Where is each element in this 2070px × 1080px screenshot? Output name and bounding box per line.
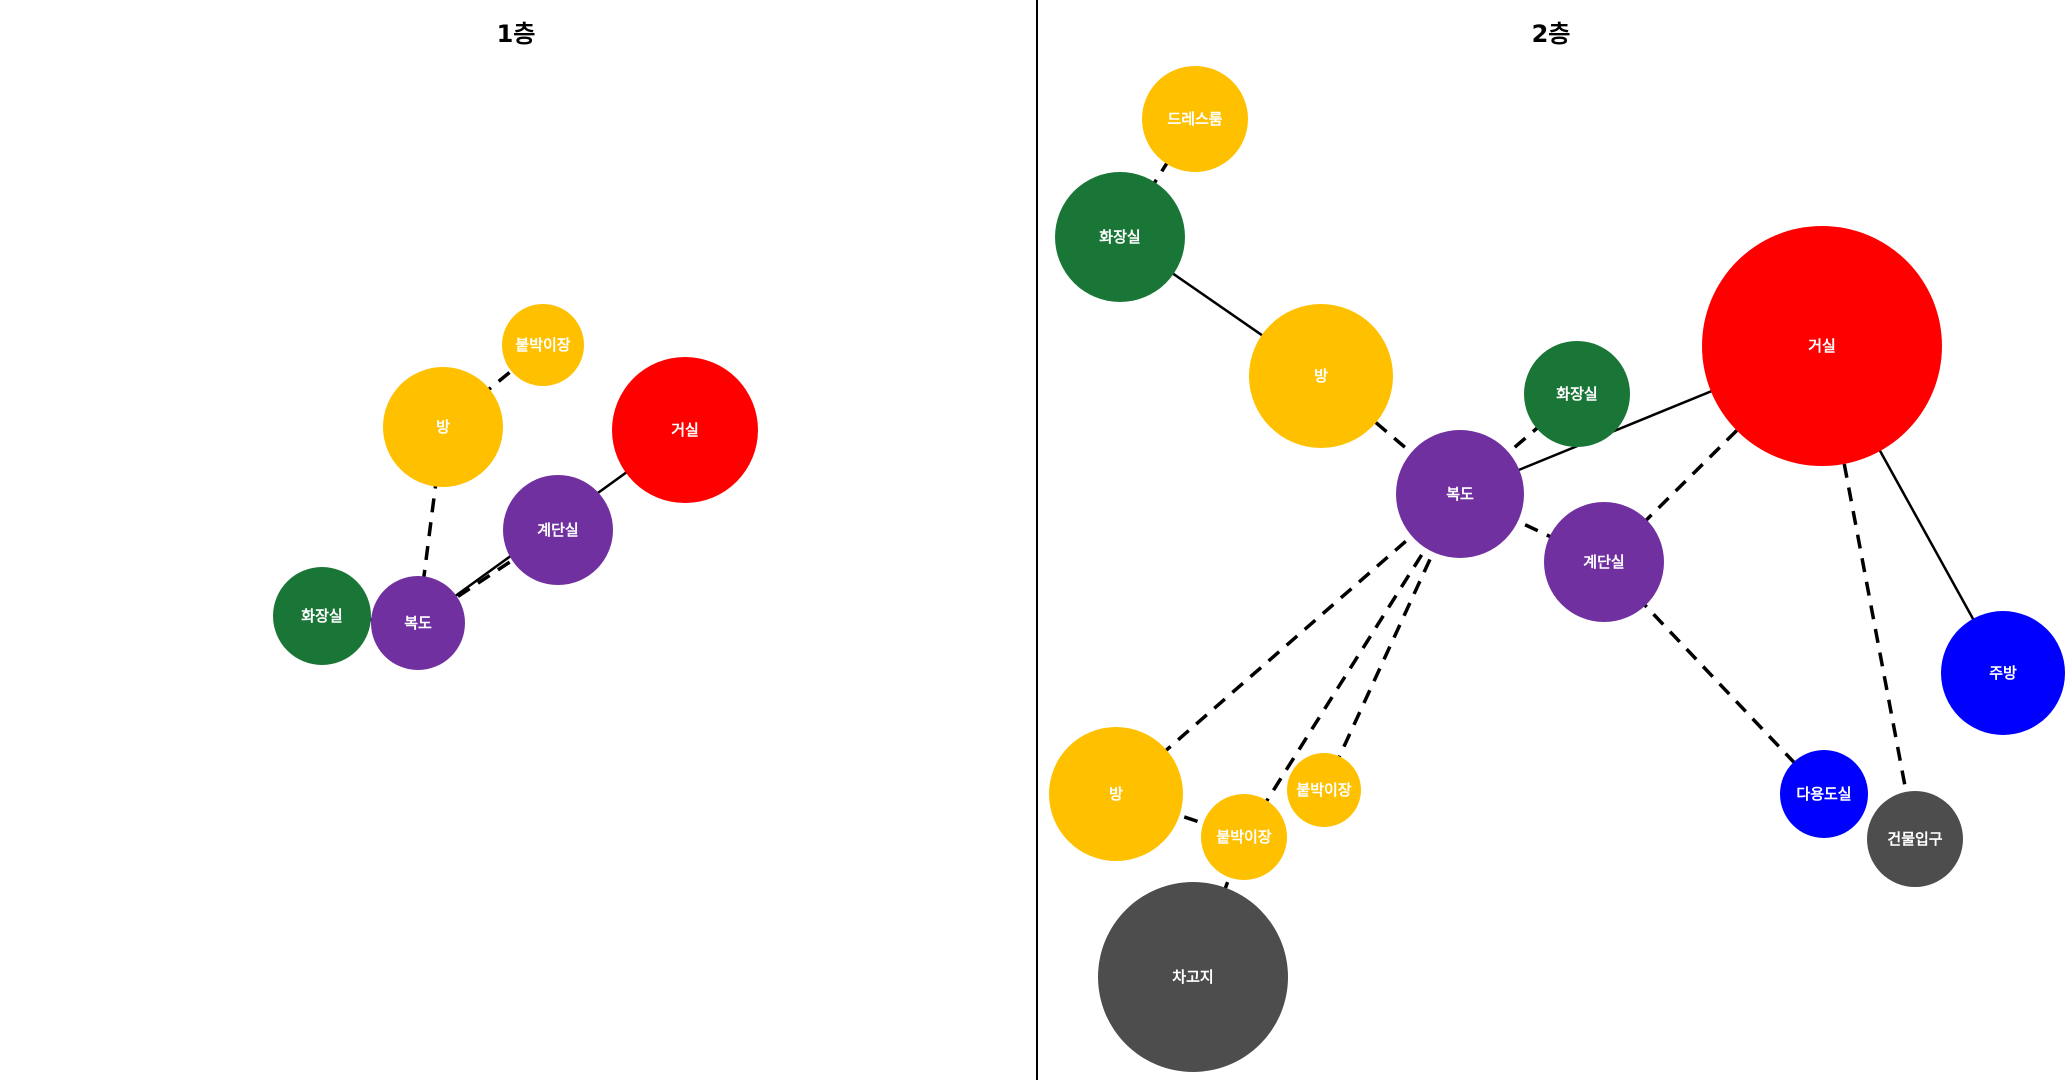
floor1-node-label-builtin: 붙박이장 [515, 336, 570, 354]
floor2-node-living: 거실 [1702, 226, 1942, 466]
floor2-node-label-hall: 복도 [1446, 485, 1474, 503]
floor2-node-label-room_b: 방 [1109, 785, 1123, 803]
floor1-node-label-stairs: 계단실 [537, 521, 578, 539]
floor1-node-label-room: 방 [436, 418, 450, 436]
floor1-node-room: 방 [383, 367, 503, 487]
floor1-node-stairs: 계단실 [503, 475, 613, 585]
floor2-node-multi: 다용도실 [1780, 750, 1868, 838]
floor2-node-hall: 복도 [1396, 430, 1524, 558]
floor2-node-circle-entrance [1867, 791, 1963, 887]
floor2-node-entrance: 건물입구 [1867, 791, 1963, 887]
floor2-title: 2층 [1532, 20, 1571, 48]
floor2-node-circle-multi [1780, 750, 1868, 838]
floor2-node-circle-kitchen [1941, 611, 2065, 735]
floor1-node-circle-hall [371, 576, 465, 670]
floor2-node-label-kitchen: 주방 [1989, 664, 2017, 682]
floor2-node-circle-stairs [1544, 502, 1664, 622]
floor2-node-builtin_a: 붙박이장 [1201, 794, 1287, 880]
floor1-title: 1층 [497, 20, 536, 48]
floor2-edge-hall-room_b [1114, 492, 1462, 796]
floor2-node-circle-room_b [1049, 727, 1183, 861]
floor2-node-stairs: 계단실 [1544, 502, 1664, 622]
floor2-node-label-dress: 드레스룸 [1167, 110, 1222, 128]
floor1-node-circle-bath [273, 567, 371, 665]
floor2-node-circle-living [1702, 226, 1942, 466]
floor2-node-label-room_a: 방 [1314, 367, 1328, 385]
floor1-node-label-living: 거실 [671, 421, 699, 439]
floor2-node-circle-bath_b [1524, 341, 1630, 447]
floor2-node-label-entrance: 건물입구 [1887, 830, 1942, 848]
floor2-node-circle-bath_a [1055, 172, 1185, 302]
floor2-node-label-multi: 다용도실 [1796, 785, 1851, 803]
floor1-node-circle-stairs [503, 475, 613, 585]
floor2-node-garage: 차고지 [1098, 882, 1288, 1072]
floor2-node-circle-builtin_a [1201, 794, 1287, 880]
floor1-node-living: 거실 [612, 357, 758, 503]
floor1-node-circle-living [612, 357, 758, 503]
floor1-node-bath: 화장실 [273, 567, 371, 665]
floor2-node-bath_b: 화장실 [1524, 341, 1630, 447]
floor1-node-circle-room [383, 367, 503, 487]
floor2-node-bath_a: 화장실 [1055, 172, 1185, 302]
floor2-node-label-bath_b: 화장실 [1556, 385, 1597, 403]
floor2-node-builtin_b: 붙박이장 [1287, 753, 1361, 827]
floor2-edge-hall-builtin_a [1242, 493, 1462, 838]
floor1-node-circle-builtin [502, 304, 584, 386]
floor1-node-label-bath: 화장실 [301, 607, 342, 625]
floor2-node-label-bath_a: 화장실 [1099, 228, 1140, 246]
floor2-node-label-garage: 차고지 [1172, 968, 1213, 986]
floor2-node-room_b: 방 [1049, 727, 1183, 861]
floor2-node-label-builtin_a: 붙박이장 [1216, 828, 1271, 846]
floor2-node-room_a: 방 [1249, 304, 1393, 448]
floor2-node-circle-hall [1396, 430, 1524, 558]
floor2-node-label-builtin_b: 붙박이장 [1296, 781, 1351, 799]
floor2-node-circle-garage [1098, 882, 1288, 1072]
floor2-node-circle-builtin_b [1287, 753, 1361, 827]
floor2-node-label-stairs: 계단실 [1583, 553, 1624, 571]
floor2-node-kitchen: 주방 [1941, 611, 2065, 735]
floor1-node-label-hall: 복도 [404, 614, 432, 632]
floor1-node-builtin: 붙박이장 [502, 304, 584, 386]
floor2-node-dress: 드레스룸 [1142, 66, 1248, 172]
floor2-node-circle-room_a [1249, 304, 1393, 448]
floor2-node-label-living: 거실 [1808, 337, 1836, 355]
floor1-node-hall: 복도 [371, 576, 465, 670]
floor2-node-circle-dress [1142, 66, 1248, 172]
